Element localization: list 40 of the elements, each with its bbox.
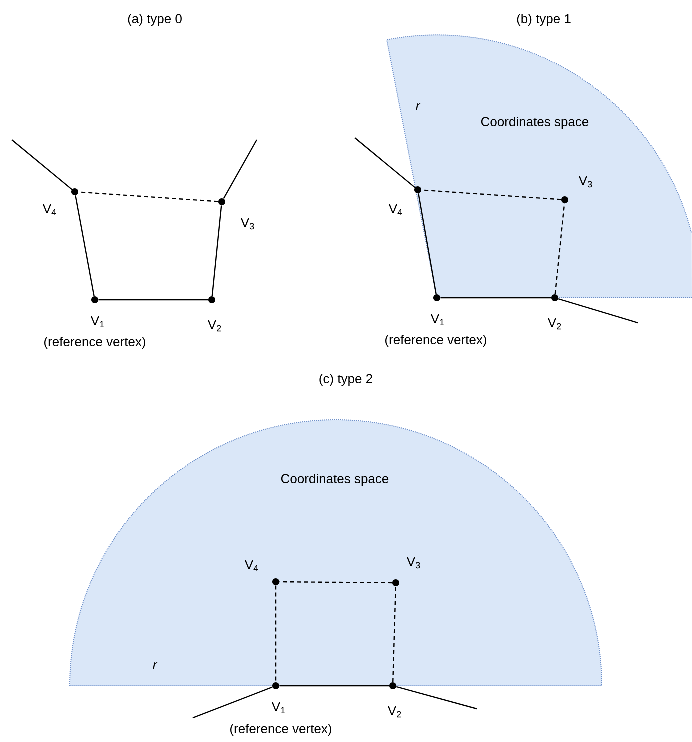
- radius-label: r: [416, 104, 421, 110]
- neighbor-edge: [192, 686, 273, 719]
- vertex-note: (reference vertex): [386, 334, 486, 348]
- vertex-label: V$_{4}$: [42, 204, 56, 216]
- polygon-edge: [418, 194, 437, 294]
- neighbor-edge: [396, 686, 478, 710]
- neighbor-edge: [354, 138, 416, 188]
- polygon-edge: [275, 586, 277, 682]
- vertex-label: V$_{1}$: [430, 314, 444, 326]
- neighbor-edge: [12, 140, 73, 190]
- vertex-label: V$_{3}$: [578, 176, 592, 188]
- polygon-edge: [98, 299, 208, 301]
- radius-label: r: [153, 662, 158, 670]
- panel-title: (c) type 2: [320, 374, 372, 386]
- polygon-edge: [75, 196, 95, 296]
- polygon-edge: [440, 297, 552, 299]
- vertex-note: (reference vertex): [230, 724, 332, 736]
- vertex-label: V$_{4}$: [388, 204, 402, 216]
- vertex-label: V$_{2}$: [388, 706, 402, 718]
- neighbor-edge: [223, 140, 258, 200]
- panel-title: (b) type 1: [517, 14, 571, 26]
- region-label: Coordinates space: [481, 116, 589, 130]
- polygon-edge: [280, 685, 390, 687]
- panel-title: (a) type 0: [128, 14, 182, 26]
- polygon-edge: [392, 586, 396, 682]
- polygon-edge: [78, 192, 218, 202]
- neighbor-edge: [558, 298, 638, 324]
- polygon-edge: [212, 206, 222, 296]
- vertex-label: V$_{2}$: [548, 318, 562, 330]
- vertex-label: V$_{2}$: [208, 320, 222, 332]
- vertex-label: V$_{3}$: [240, 218, 254, 230]
- polygon-edge: [422, 190, 562, 200]
- polygon-edge: [554, 204, 566, 294]
- vertex-label: V$_{3}$: [406, 557, 420, 569]
- vertex-label: V$_{1}$: [90, 316, 104, 328]
- vertex-label: V$_{1}$: [272, 702, 286, 714]
- vertex-note: (reference vertex): [44, 336, 146, 350]
- polygon-edge: [280, 581, 392, 584]
- vertex-label: V$_{4}$: [244, 560, 258, 572]
- region-label: Coordinates space: [281, 474, 389, 486]
